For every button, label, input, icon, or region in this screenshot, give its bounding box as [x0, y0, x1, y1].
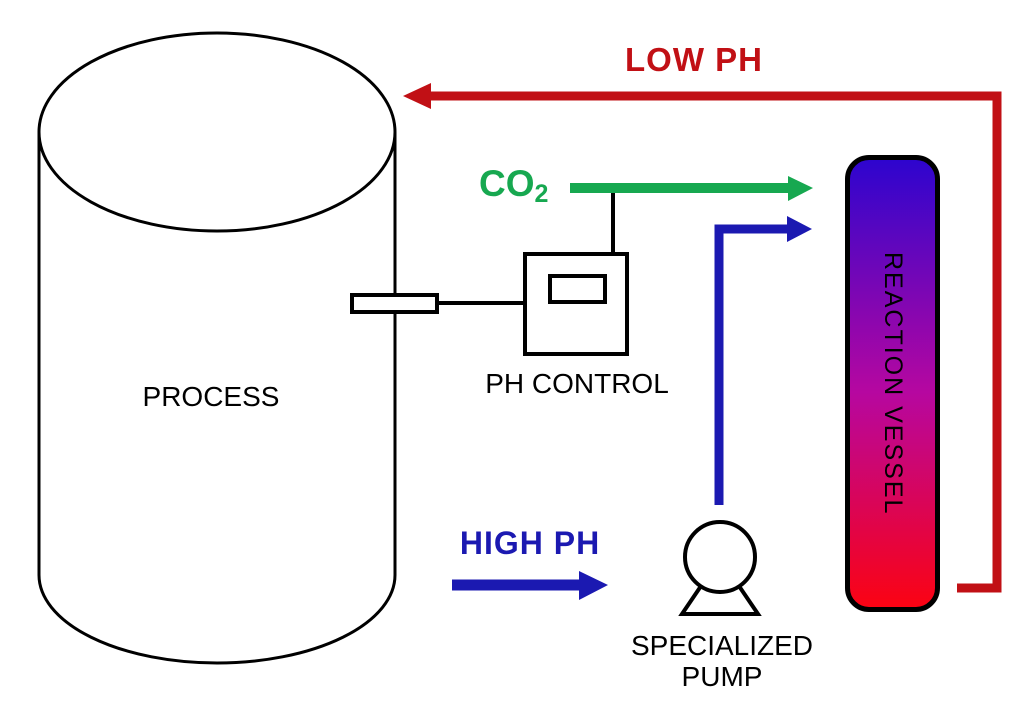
specialized-pump-label: SPECIALIZED PUMP	[630, 630, 814, 692]
ph-control-display	[548, 274, 607, 304]
low-ph-arrowhead-icon	[403, 83, 431, 109]
reaction-vessel-label: REACTION VESSEL	[879, 251, 907, 516]
co2-arrowhead-icon	[788, 176, 813, 201]
process-tank-body	[37, 132, 397, 665]
low-ph-recycle-pipe	[430, 91, 1002, 593]
pump-circle	[683, 520, 757, 594]
ph-control-label: PH CONTROL	[485, 368, 669, 399]
reaction-vessel: REACTION VESSEL	[845, 155, 940, 612]
high-ph-arrowhead-icon	[579, 571, 608, 600]
co2-label: CO2	[479, 165, 548, 207]
pump-discharge-arrowhead-icon	[787, 216, 812, 242]
co2-subscript-text: 2	[534, 180, 549, 208]
process-tank-top	[37, 31, 397, 233]
process-tank-label: PROCESS	[142, 381, 280, 412]
pump-discharge-pipe	[714, 224, 789, 505]
low-ph-label: LOW PH	[625, 41, 763, 78]
ph-probe	[350, 293, 439, 314]
high-ph-label: HIGH PH	[459, 525, 601, 561]
co2-base-text: CO	[479, 163, 535, 204]
